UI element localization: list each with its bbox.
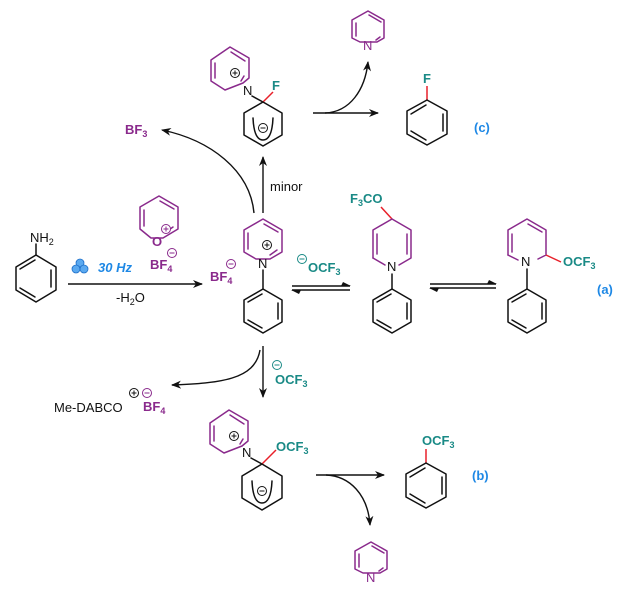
minus-charge-icon: [167, 248, 177, 258]
fluoro-group: F: [423, 71, 431, 86]
pyridinium-intermediate: N BF4: [210, 218, 283, 334]
plus-charge-icon: [229, 431, 239, 441]
pyridinium-counterion: BF4: [210, 269, 232, 286]
plus-charge-icon: [129, 388, 139, 398]
water-loss-label: -H2O: [116, 290, 145, 307]
pyridine-bottom: N: [354, 541, 388, 585]
minus-charge-icon: [258, 123, 268, 133]
dihydropyridine-4-ocf3: F3CO N: [350, 191, 412, 334]
pyrylium-oxygen: O: [152, 234, 162, 249]
dhp4-nitrogen: N: [387, 259, 396, 274]
equilibrium-arrow-2: [429, 280, 497, 292]
dabco-counterion: BF4: [143, 399, 165, 416]
equilibrium-arrow-1: [291, 282, 351, 294]
ball-mill-icon: [71, 258, 89, 274]
meisenheimer-fluoro-intermediate: N F: [210, 46, 283, 147]
pyridine-release-arrow-top: [324, 61, 372, 114]
amine-label: NH2: [30, 230, 54, 247]
trifluoromethoxybenzene: OCF3: [405, 433, 454, 509]
minus-charge-icon: [297, 254, 307, 264]
pyridine-top: N: [351, 10, 385, 53]
pathway-label-b: (b): [472, 468, 489, 483]
pyridinium-nitrogen: N: [258, 256, 267, 271]
minor-label: minor: [270, 179, 303, 194]
dhp2-nitrogen: N: [521, 254, 530, 269]
ocf3-group: OCF3: [422, 433, 454, 450]
plus-charge-icon: [161, 224, 171, 234]
pyridine-release-arrow-bottom: [325, 474, 374, 526]
meisenheimer-ocf3-intermediate: N OCF3: [209, 409, 308, 511]
minus-charge-icon: [226, 259, 236, 269]
pyrylium-counterion: BF4: [150, 257, 172, 274]
aniline: NH2: [15, 230, 57, 303]
meisenheimer-nitrogen: N: [243, 83, 252, 98]
pathway-label-c: (c): [474, 120, 490, 135]
pathway-label-a: (a): [597, 282, 613, 297]
meisenheimer-nitrogen: N: [242, 445, 251, 460]
fluorobenzene: F: [406, 71, 448, 146]
nucleophile-label-a: OCF3: [308, 260, 340, 277]
pyridine-nitrogen: N: [363, 38, 372, 53]
minus-charge-icon: [142, 388, 152, 398]
ocf3-group: OCF3: [563, 254, 595, 271]
dabco-arrow: [171, 349, 261, 389]
me-dabco-label: Me-DABCO: [54, 400, 123, 415]
bf3-label: BF3: [125, 122, 147, 139]
nucleophile-label-b: OCF3: [275, 372, 307, 389]
frequency-label: 30 Hz: [98, 260, 132, 275]
ocf3-group: F3CO: [350, 191, 382, 208]
bf3-release-arrow: [161, 127, 255, 214]
pyrylium-reagent: O BF4: [139, 195, 179, 274]
plus-charge-icon: [230, 68, 240, 78]
minus-charge-icon: [272, 360, 282, 370]
fluoro-group: F: [272, 78, 280, 93]
ocf3-group: OCF3: [276, 439, 308, 456]
dihydropyridine-2-ocf3: N OCF3: [507, 218, 595, 334]
minus-charge-icon: [257, 486, 267, 496]
pyridine-nitrogen: N: [366, 570, 375, 585]
plus-charge-icon: [262, 240, 272, 250]
